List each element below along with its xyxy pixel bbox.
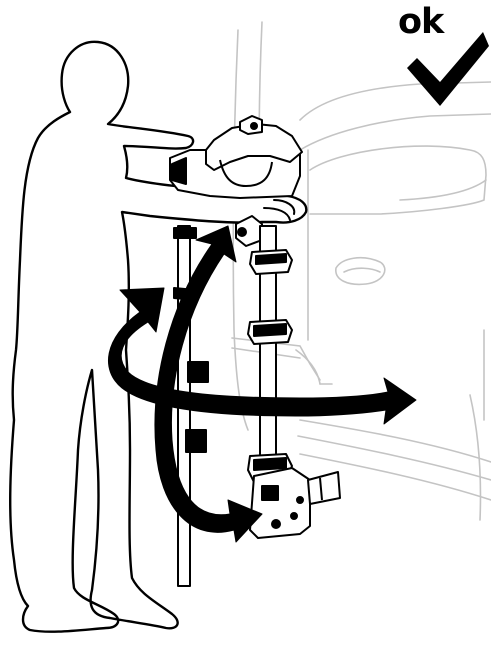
checkmark-icon — [407, 32, 489, 106]
ok-label: ok — [398, 2, 443, 42]
tilt-down-arrow — [155, 226, 262, 542]
